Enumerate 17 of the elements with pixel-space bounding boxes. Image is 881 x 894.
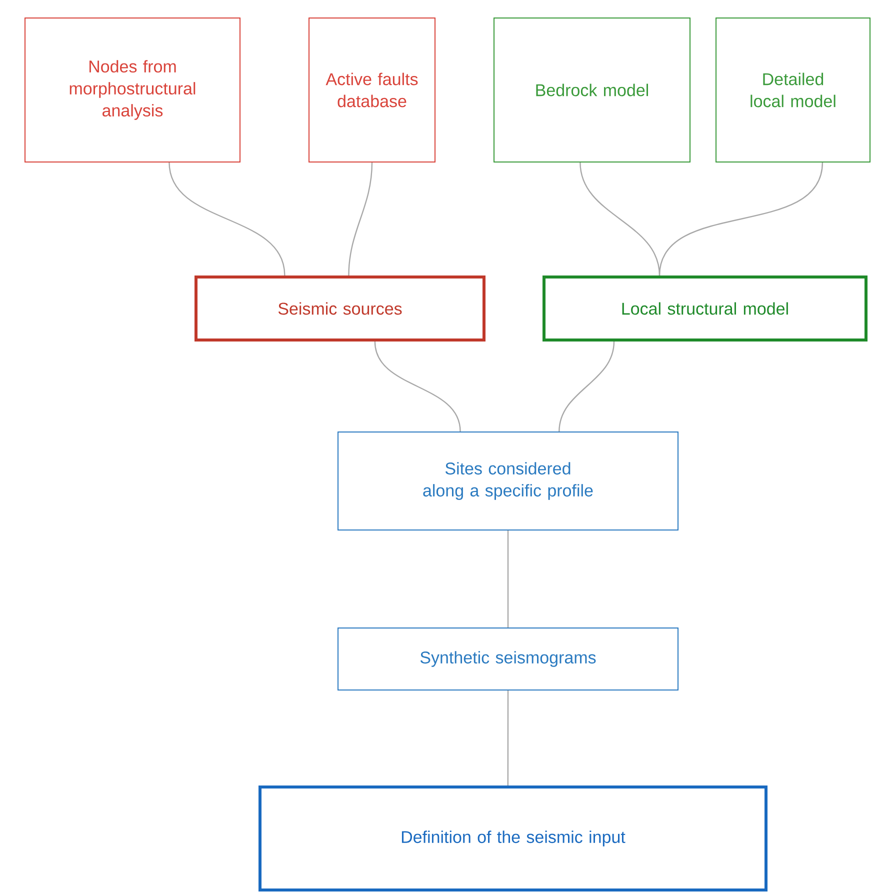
process-box: Seismic sources xyxy=(194,276,486,342)
connector-line xyxy=(658,162,824,276)
source-box: Active faults database xyxy=(308,18,436,162)
connector-line xyxy=(558,341,615,432)
source-box: Nodes from morphostructural analysis xyxy=(24,18,240,162)
model-box: Bedrock model xyxy=(494,18,690,162)
connector-line xyxy=(580,162,660,276)
connector-line xyxy=(507,690,509,786)
process-box: Local structural model xyxy=(542,276,868,342)
process-box: Synthetic seismograms xyxy=(338,628,678,690)
process-box: Sites considered along a specific profile xyxy=(338,432,678,530)
connector-line xyxy=(374,341,461,432)
connector-line xyxy=(168,162,286,276)
model-box: Detailed local model xyxy=(716,18,870,162)
connector-line xyxy=(507,530,509,628)
result-box: Definition of the seismic input xyxy=(258,786,768,892)
connector-line xyxy=(348,162,373,276)
